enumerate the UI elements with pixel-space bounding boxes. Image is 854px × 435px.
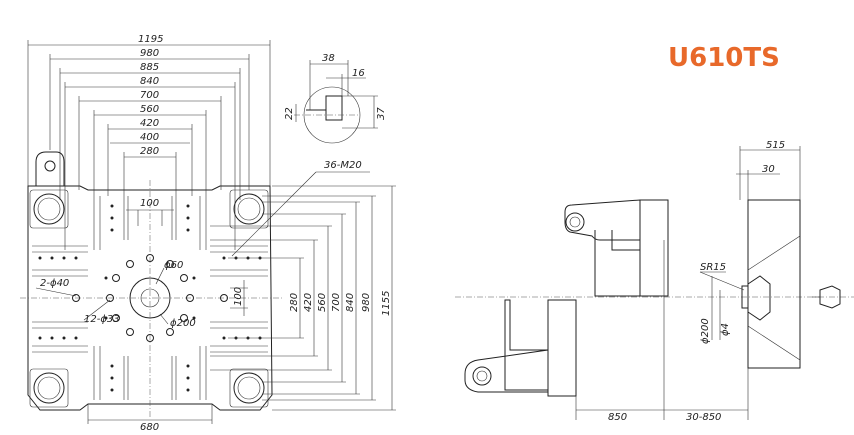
side-dia-4: ϕ4 [720, 323, 731, 336]
width-dimensions: 1195 980 885 840 700 560 420 400 280 [27, 34, 271, 250]
label-center-ring: ϕ60 [164, 260, 183, 271]
height-dimensions: 280 420 560 700 840 980 1155 [210, 185, 396, 411]
dim-width-840: 840 [140, 76, 159, 87]
dim-width-560: 560 [140, 104, 159, 115]
model-title: U610TS [668, 43, 780, 73]
side-radius: SR15 [700, 262, 726, 273]
label-slot-100-side: 100 [233, 287, 244, 306]
dim-width-980: 980 [140, 48, 159, 59]
side-dim-30: 30 [762, 164, 775, 175]
side-view: 515 30 SR15 ϕ200 ϕ4 850 30-850 [455, 140, 854, 423]
tslot-width: 38 [322, 53, 335, 64]
tslot-depth-a: 22 [284, 107, 295, 120]
bolt-holes [72, 254, 228, 342]
platen-outline [27, 185, 273, 411]
platen-front-view [20, 151, 282, 418]
label-holes-33: 12-ϕ33 [84, 314, 120, 325]
dim-width-280: 280 [140, 146, 159, 157]
dim-width-1195: 1195 [138, 34, 163, 45]
side-dim-515: 515 [766, 140, 785, 151]
dim-width-420: 420 [140, 118, 159, 129]
dim-width-400: 400 [140, 132, 159, 143]
tslot-detail: 38 16 22 37 [284, 53, 387, 144]
lug-hole [44, 160, 56, 172]
dim-width-700: 700 [140, 90, 159, 101]
label-threads: 36-M20 [324, 160, 362, 171]
side-dia-200: ϕ200 [700, 318, 711, 344]
platen-lug [35, 151, 65, 186]
label-bottom-width: 680 [140, 422, 159, 433]
label-slot-100-top: 100 [140, 198, 159, 209]
dim-width-885: 885 [140, 62, 159, 73]
dim-height-1155: 1155 [381, 291, 392, 316]
dim-height-840: 840 [345, 293, 356, 312]
tslot-depth-b: 37 [376, 107, 387, 120]
dim-height-420: 420 [303, 293, 314, 312]
tslot-head: 16 [352, 68, 365, 79]
dim-height-980: 980 [361, 293, 372, 312]
label-bolt-circle: ϕ200 [170, 318, 196, 329]
dim-height-280: 280 [289, 293, 300, 312]
tie-bar-bores [33, 193, 265, 404]
dim-height-560: 560 [317, 293, 328, 312]
dim-height-700: 700 [331, 293, 342, 312]
label-holes-40: 2-ϕ40 [40, 278, 69, 289]
side-stroke: 850 [608, 412, 627, 423]
front-view-labels: 36-M20 100 100 ϕ60 ϕ200 2-ϕ40 12-ϕ33 680 [35, 160, 370, 433]
side-range: 30-850 [686, 412, 721, 423]
